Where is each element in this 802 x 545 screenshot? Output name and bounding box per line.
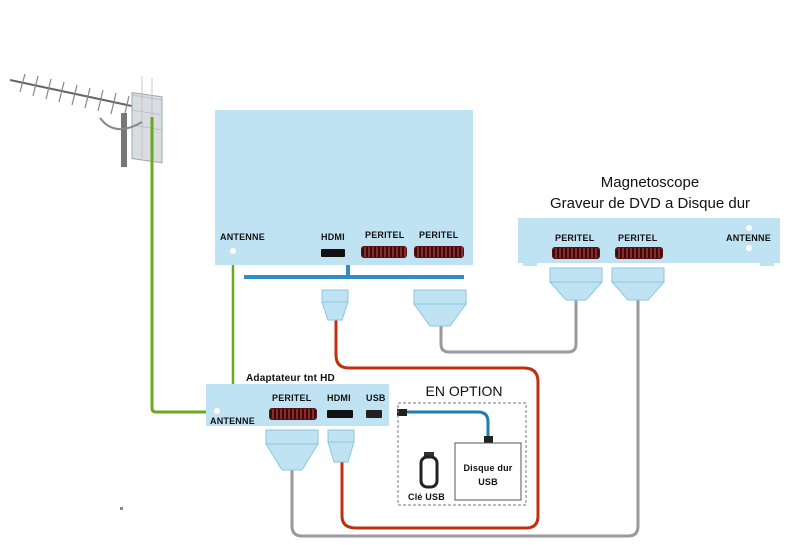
recorder-peritel-label-1: PERITEL (555, 233, 595, 243)
adapter-usb-port (366, 410, 382, 418)
usb-hdd-label-1: Disque dur (463, 463, 513, 473)
adapter-hdmi-plug (327, 429, 355, 463)
adapter-peritel-port (270, 409, 316, 419)
adapter-antenne-port (214, 408, 220, 414)
recorder-peritel-label-2: PERITEL (618, 233, 658, 243)
recorder-device: PERITEL PERITEL ANTENNE (518, 218, 780, 263)
adapter-peritel-label: PERITEL (272, 393, 312, 403)
hdmi-cable (334, 318, 540, 530)
recorder-peritel-plug-1 (548, 267, 604, 301)
usb-hdd-box (454, 442, 522, 501)
usb-key-label: Clé USB (408, 492, 445, 502)
recorder-title-line1: Magnetoscope (600, 174, 700, 191)
tv-hdmi-plug (321, 289, 349, 321)
tv-device: ANTENNE HDMI PERITEL PERITEL (215, 110, 473, 265)
recorder-antenne-label: ANTENNE (726, 233, 771, 243)
adapter-device: ANTENNE PERITEL HDMI USB (206, 384, 389, 426)
adapter-hdmi-port (327, 410, 353, 418)
adapter-hdmi-label: HDMI (327, 393, 351, 403)
tv-antenne-label: ANTENNE (220, 232, 265, 242)
tv-peritel-label-2: PERITEL (419, 230, 459, 240)
tv-peritel-port-2 (415, 247, 463, 257)
antenna-icon (9, 73, 163, 167)
tv-connection-bar (244, 275, 464, 279)
tv-peritel-plug (413, 289, 467, 327)
usb-hdd-label-2: USB (478, 477, 498, 487)
tv-hdmi-port (321, 249, 345, 257)
recorder-antenne-port-bottom (746, 245, 752, 251)
peritel-cable-tv-recorder (439, 298, 578, 354)
usb-key-icon (419, 452, 439, 489)
tv-peritel-label-1: PERITEL (365, 230, 405, 240)
recorder-foot-right (760, 262, 774, 266)
tv-peritel-port-1 (362, 247, 406, 257)
adapter-antenne-label: ANTENNE (210, 416, 255, 426)
recorder-peritel-port-1 (553, 248, 599, 258)
peritel-cable-adapter-recorder (290, 300, 640, 538)
antenna-cable (150, 117, 219, 414)
recorder-antenne-port-top (746, 225, 752, 231)
tv-antenne-port (230, 248, 236, 254)
recorder-peritel-plug-2 (610, 267, 666, 301)
recorder-peritel-port-2 (616, 248, 662, 258)
usb-cable (398, 410, 490, 442)
recorder-foot-left (523, 262, 537, 266)
adapter-peritel-plug (265, 429, 319, 471)
tv-hdmi-label: HDMI (321, 232, 345, 242)
adapter-usb-label: USB (366, 393, 386, 403)
recorder-title-line2: Graveur de DVD a Disque dur (549, 195, 751, 212)
option-title: EN OPTION (425, 383, 503, 399)
adapter-title: Adaptateur tnt HD (246, 373, 335, 384)
